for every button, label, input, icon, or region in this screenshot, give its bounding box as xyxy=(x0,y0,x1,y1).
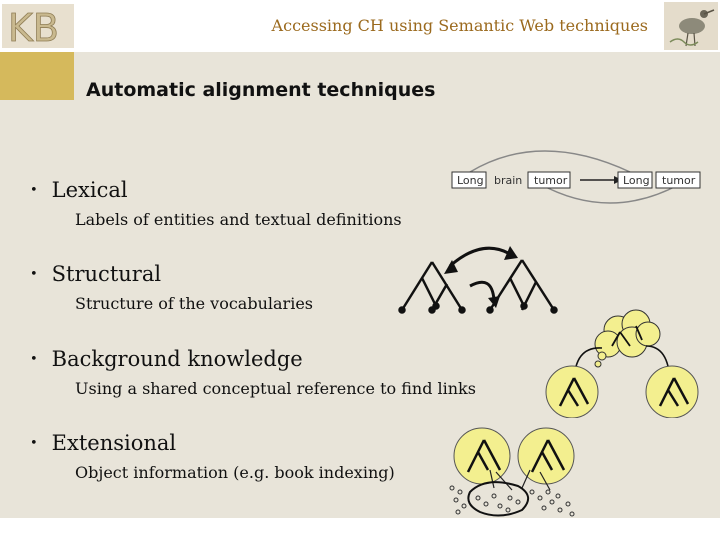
bullet-label: Lexical xyxy=(51,178,128,202)
kb-logo: KB xyxy=(2,4,74,48)
word-box xyxy=(617,171,653,189)
bullet-structural-sub: Structure of the vocabularies xyxy=(75,294,313,313)
word-box xyxy=(451,171,487,189)
tree-right xyxy=(486,259,558,314)
tree-left xyxy=(398,261,466,314)
bullet-label: Structural xyxy=(51,262,162,286)
slide-title: Automatic alignment techniques xyxy=(86,79,436,101)
lexical-diagram: Long brain tumor Long tumor xyxy=(451,150,701,204)
bullet-lexical: •Lexical xyxy=(30,178,128,202)
tree-circle xyxy=(645,365,699,418)
word-brain: brain xyxy=(494,174,522,187)
logo-text: KB xyxy=(8,6,59,48)
word-box xyxy=(655,171,701,189)
bullet-label: Extensional xyxy=(51,431,177,455)
slide-content: Automatic alignment techniques •Lexical … xyxy=(0,52,720,518)
word-long-left: Long xyxy=(457,174,484,187)
bullet-label: Background knowledge xyxy=(51,347,303,371)
bullet-extensional: •Extensional xyxy=(30,431,177,455)
word-tumor-left: tumor xyxy=(534,174,568,187)
word-long-right: Long xyxy=(623,174,650,187)
bullet-background-sub: Using a shared conceptual reference to f… xyxy=(75,379,476,398)
accent-block xyxy=(0,52,74,100)
word-box xyxy=(527,171,571,189)
structural-diagram xyxy=(398,246,558,314)
bullet-lexical-sub: Labels of entities and textual definitio… xyxy=(75,210,402,229)
cloud-icon xyxy=(594,309,661,368)
object-dots xyxy=(449,485,575,517)
background-diagram xyxy=(545,309,699,418)
bullet-structural: •Structural xyxy=(30,262,162,286)
tree-circle xyxy=(453,427,511,485)
slide-header: KB Accessing CH using Semantic Web techn… xyxy=(0,0,720,52)
word-tumor-right: tumor xyxy=(662,174,696,187)
tree-circle xyxy=(517,427,575,485)
bird-illustration xyxy=(664,2,718,50)
extensional-diagram xyxy=(449,427,575,517)
tree-circle xyxy=(545,365,599,418)
bullet-extensional-sub: Object information (e.g. book indexing) xyxy=(75,463,395,482)
bullet-background: •Background knowledge xyxy=(30,347,303,371)
header-title: Accessing CH using Semantic Web techniqu… xyxy=(271,16,648,35)
